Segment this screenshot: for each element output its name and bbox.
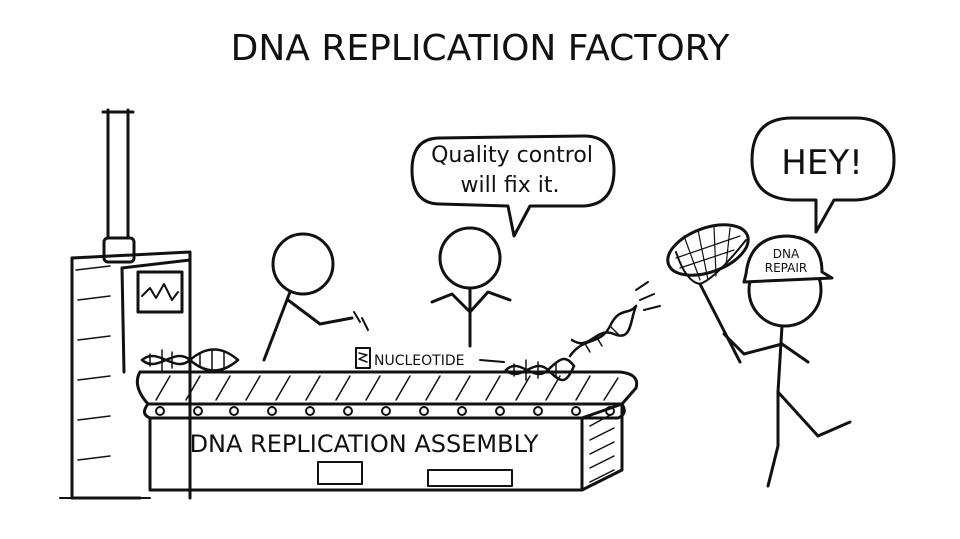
dna-strand-right <box>504 357 576 382</box>
comic-title: DNA REPLICATION FACTORY <box>231 28 731 69</box>
helmet-label-line-1: DNA <box>773 247 800 261</box>
worker-center <box>430 226 512 348</box>
speech-repair-text: HEY! <box>781 143 862 183</box>
replication-machine <box>70 108 192 500</box>
dna-flying <box>568 281 661 358</box>
speech-bubble-worker <box>410 134 616 238</box>
machine-label: DNA REPLICATION ASSEMBLY <box>190 430 539 458</box>
helmet-label-line-2: REPAIR <box>765 261 807 275</box>
speech-worker-line-1: Quality control <box>431 143 593 168</box>
butterfly-net <box>666 223 750 364</box>
nucleotide-piece <box>355 347 505 369</box>
conveyor-belt <box>135 370 639 492</box>
nucleotide-label: NUCLEOTIDE <box>374 353 464 369</box>
speech-bubble-repair <box>750 116 896 234</box>
roller-dots <box>155 406 615 416</box>
speech-worker-line-2: will fix it. <box>461 173 560 198</box>
worker-left <box>262 232 369 362</box>
dna-strand-left <box>140 348 240 372</box>
